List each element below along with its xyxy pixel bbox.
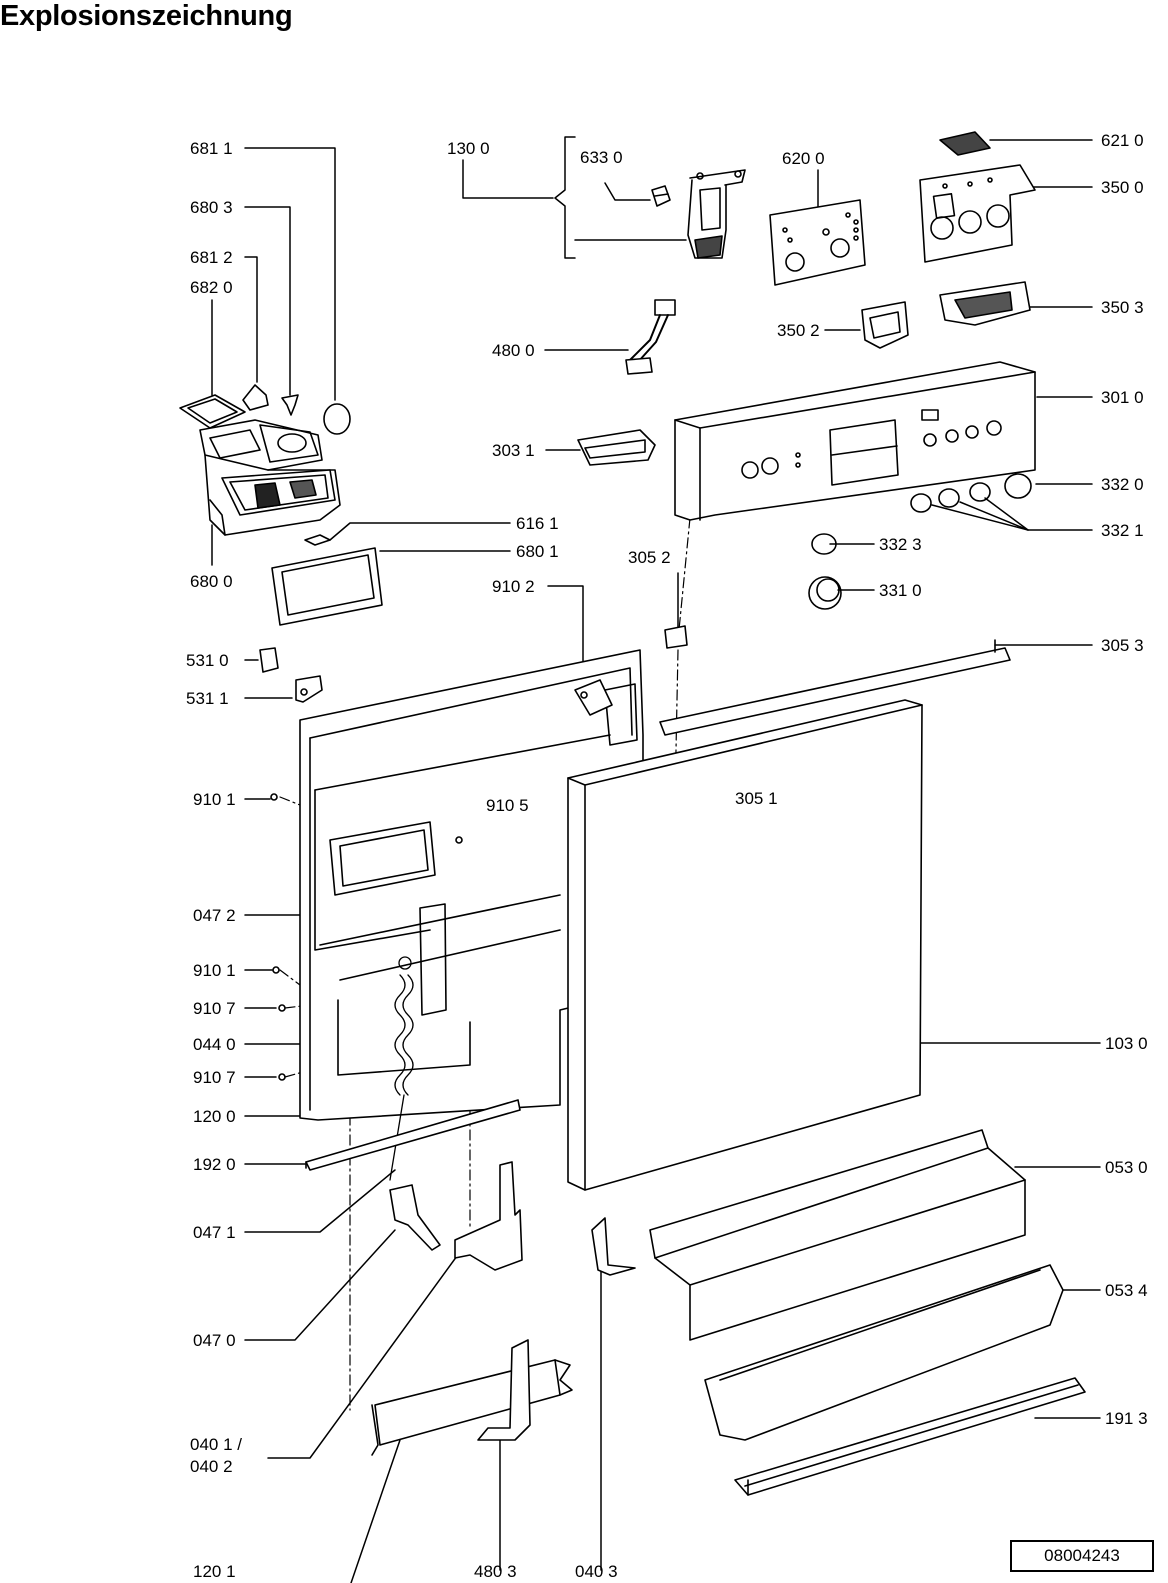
part-label-350-2: 350 2	[777, 321, 820, 340]
part-label-910-7-top: 910 7	[193, 999, 236, 1018]
part-label-305-2: 305 2	[628, 548, 671, 567]
part-label-103-0: 103 0	[1105, 1034, 1148, 1053]
part-label-332-0: 332 0	[1101, 475, 1144, 494]
part-label-910-7-bottom: 910 7	[193, 1068, 236, 1087]
dispenser-680-0	[199, 419, 341, 536]
document-number-box: 08004243	[1010, 1540, 1154, 1572]
part-label-910-1-bottom: 910 1	[193, 961, 236, 980]
part-label-350-3: 350 3	[1101, 298, 1144, 317]
inner-door-120-0	[299, 649, 644, 1121]
part-label-910-1-top: 910 1	[193, 790, 236, 809]
part-label-531-1: 531 1	[186, 689, 229, 708]
part-label-040-3: 040 3	[575, 1562, 618, 1581]
part-label-047-2: 047 2	[193, 906, 236, 925]
part-label-047-0: 047 0	[193, 1331, 236, 1350]
part-label-305-3: 305 3	[1101, 636, 1144, 655]
part-label-681-1: 681 1	[190, 139, 233, 158]
part-label-620-0: 620 0	[782, 149, 825, 168]
part-label-480-3: 480 3	[474, 1562, 517, 1581]
part-label-047-1: 047 1	[193, 1223, 236, 1242]
part-label-621-0: 621 0	[1101, 131, 1144, 150]
page-title: Explosionszeichnung	[0, 0, 293, 32]
part-label-480-0: 480 0	[492, 341, 535, 360]
door-lock-130-0	[687, 169, 746, 259]
part-label-910-5: 910 5	[486, 796, 529, 815]
part-label-680-1: 680 1	[516, 542, 559, 561]
part-label-120-1: 120 1	[193, 1562, 236, 1581]
part-label-130-0: 130 0	[447, 139, 490, 158]
part-label-531-0: 531 0	[186, 651, 229, 670]
part-label-682-0: 682 0	[190, 278, 233, 297]
part-label-331-0: 331 0	[879, 581, 922, 600]
part-label-680-0: 680 0	[190, 572, 233, 591]
part-label-040-1: 040 1 /	[190, 1435, 242, 1454]
part-label-680-3: 680 3	[190, 198, 233, 217]
front-panel-301-0	[674, 361, 1036, 521]
part-label-910-2: 910 2	[492, 577, 535, 596]
control-panel-350-0	[919, 164, 1036, 263]
part-label-120-0: 120 0	[193, 1107, 236, 1126]
part-label-305-1: 305 1	[735, 789, 778, 808]
part-label-192-0: 192 0	[193, 1155, 236, 1174]
part-label-332-1: 332 1	[1101, 521, 1144, 540]
leader-lines	[211, 136, 1101, 1583]
part-label-040-2: 040 2	[190, 1457, 233, 1476]
part-label-350-0: 350 0	[1101, 178, 1144, 197]
part-label-191-3: 191 3	[1105, 1409, 1148, 1428]
part-label-053-0: 053 0	[1105, 1158, 1148, 1177]
part-label-044-0: 044 0	[193, 1035, 236, 1054]
part-label-616-1: 616 1	[516, 514, 559, 533]
part-label-053-4: 053 4	[1105, 1281, 1148, 1300]
pcb-620-0	[769, 199, 866, 286]
outer-door-103-0	[567, 699, 923, 1191]
part-label-301-0: 301 0	[1101, 388, 1144, 407]
part-label-681-2: 681 2	[190, 248, 233, 267]
part-label-633-0: 633 0	[580, 148, 623, 167]
part-label-332-3: 332 3	[879, 535, 922, 554]
part-label-303-1: 303 1	[492, 441, 535, 460]
